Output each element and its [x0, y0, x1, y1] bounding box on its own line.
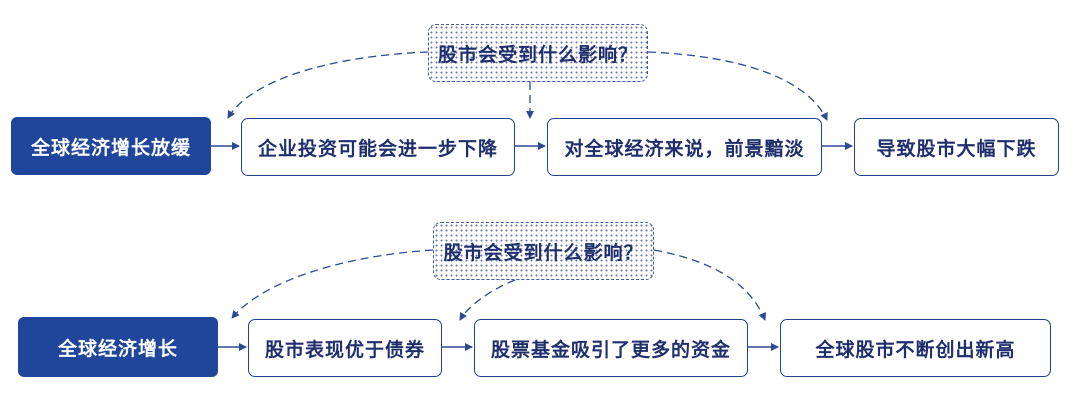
step-2-2: 股票基金吸引了更多的资金 [474, 319, 748, 377]
start-node-2: 全球经济增长 [18, 317, 218, 377]
dashed-arrow-1-left [227, 51, 429, 119]
dashed-arrow-2-left [231, 249, 434, 319]
step-1-2: 对全球经济来说，前景黯淡 [547, 118, 822, 176]
question-box-2: 股市会受到什么影响？ [433, 222, 654, 280]
dashed-arrow-1-right [647, 51, 828, 121]
question-box-1: 股市会受到什么影响？ [428, 24, 648, 82]
step-1-3: 导致股市大幅下跌 [854, 118, 1059, 176]
step-1-1: 企业投资可能会进一步下降 [241, 118, 515, 176]
step-2-3: 全球股市不断创出新高 [780, 319, 1051, 377]
dashed-arrow-2-mid [459, 279, 516, 321]
step-2-1: 股市表现优于债券 [248, 319, 442, 377]
dashed-arrow-2-right [653, 249, 767, 321]
start-node-1: 全球经济增长放缓 [11, 117, 211, 175]
